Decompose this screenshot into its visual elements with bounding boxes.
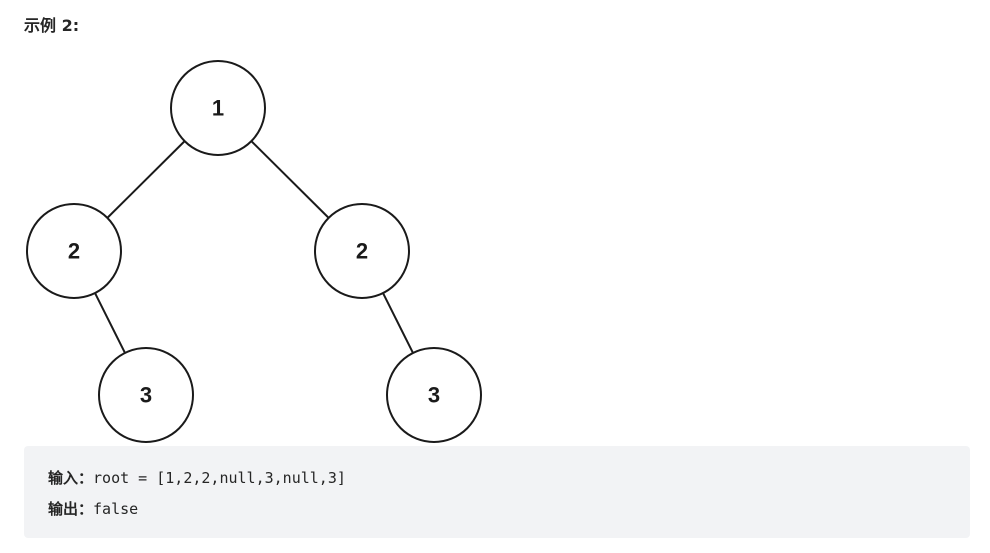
tree-edges — [94, 140, 414, 354]
output-label: 输出： — [48, 500, 94, 518]
tree-node-circle — [26, 203, 122, 299]
tree-node-circle — [98, 347, 194, 443]
tree-node-circle — [314, 203, 410, 299]
tree-node-2: 2 — [26, 203, 122, 299]
tree-node-3: 2 — [314, 203, 410, 299]
tree-edge-4 — [382, 292, 414, 354]
example-code-block: 输入：root = [1,2,2,null,3,null,3] 输出：false — [24, 446, 970, 538]
tree-node-circle — [386, 347, 482, 443]
output-value: false — [93, 500, 139, 518]
tree-edge-1 — [106, 140, 186, 219]
tree-node-label: 2 — [356, 239, 368, 264]
tree-node-circle — [170, 60, 266, 156]
output-line: 输出：false — [48, 494, 970, 525]
tree-node-label: 3 — [428, 383, 440, 408]
tree-node-label: 2 — [68, 239, 80, 264]
input-line: 输入：root = [1,2,2,null,3,null,3] — [48, 463, 970, 494]
tree-node-label: 1 — [212, 96, 224, 121]
tree-node-5: 3 — [386, 347, 482, 443]
example-heading: 示例 2: — [24, 16, 80, 35]
tree-edge-3 — [94, 292, 126, 354]
tree-edge-2 — [250, 140, 330, 219]
binary-tree-diagram: 1 2 2 3 3 — [26, 60, 482, 443]
tree-node-4: 3 — [98, 347, 194, 443]
tree-nodes: 1 2 2 3 3 — [26, 60, 482, 443]
input-label: 输入： — [48, 469, 94, 487]
tree-node-label: 3 — [140, 383, 152, 408]
input-value: root = [1,2,2,null,3,null,3] — [93, 469, 346, 487]
tree-node-1: 1 — [170, 60, 266, 156]
